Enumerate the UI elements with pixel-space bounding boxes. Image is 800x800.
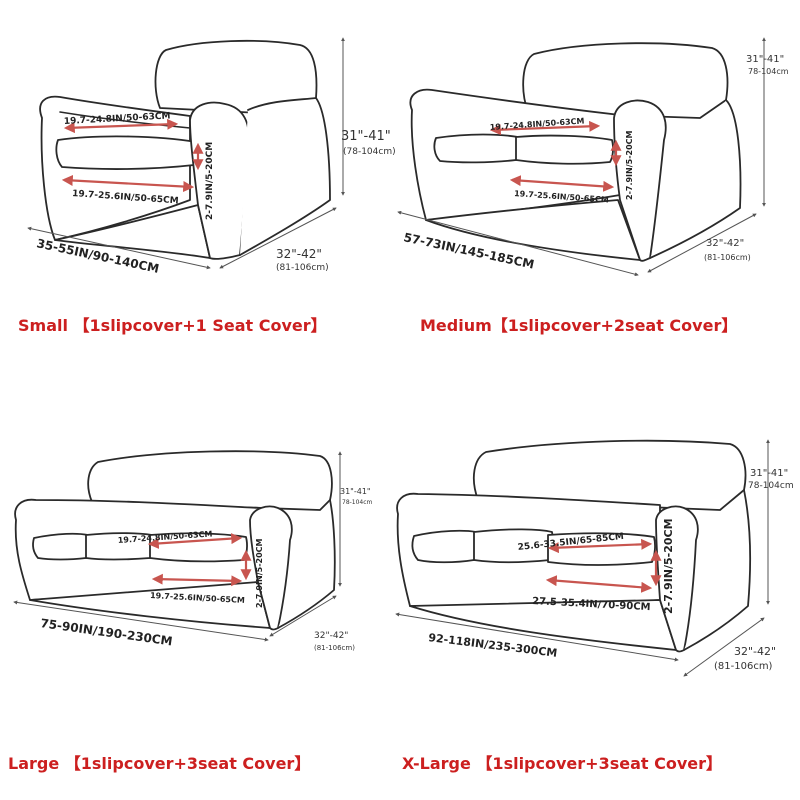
xlarge-total-width-label: 92-118IN/235-300CM [428, 631, 558, 660]
large-height-cm: 78-104cm [342, 499, 373, 506]
medium-depth-in: 32"-42" [706, 238, 744, 249]
small-depth-cm: (81-106cm) [276, 263, 329, 273]
xlarge-seat-width-arrow [545, 575, 653, 593]
xlarge-back-width-arrow [547, 538, 653, 554]
small-depth-in: 32"-42" [276, 247, 322, 261]
small-height-in: 31"-41" [341, 129, 391, 144]
large-total-width-line [13, 600, 269, 642]
large-depth-cm: (81-106cm) [314, 644, 355, 652]
small-sofa-drawing [39, 39, 331, 260]
panel-large: 19.7-24.8IN/50-63CM 19.7-25.6IN/50-65CM … [13, 450, 373, 652]
large-height-in: 31"-41" [340, 487, 371, 496]
medium-depth-cm: (81-106cm) [704, 253, 751, 262]
medium-back-width-arrow [489, 120, 601, 136]
xlarge-height-in: 31"-41" [750, 468, 788, 479]
xlarge-depth-in: 32"-42" [734, 645, 776, 658]
xlarge-depth-cm: (81-106cm) [714, 661, 773, 672]
medium-height-in: 31"-41" [746, 54, 784, 65]
panel-small: 19.7-24.8IN/50-63CM 19.7-25.6IN/50-65CM … [27, 37, 396, 276]
large-back-width-arrow [147, 533, 243, 549]
small-back-width-arrow [63, 118, 179, 134]
medium-seat-width-arrow [509, 175, 615, 192]
caption-large: Large 【1slipcover+3seat Cover】 [8, 754, 311, 773]
large-total-width-label: 75-90IN/190-230CM [40, 616, 174, 648]
small-total-width-line [27, 226, 211, 270]
large-seat-width-arrow [151, 573, 243, 587]
caption-medium: Medium【1slipcover+2seat Cover】 [420, 316, 738, 335]
large-depth-in: 32"-42" [314, 631, 348, 641]
large-depth-line [269, 595, 337, 637]
xlarge-seat-height-label: 2-7.9IN/5-20CM [662, 518, 675, 614]
caption-xlarge: X-Large 【1slipcover+3seat Cover】 [402, 754, 722, 773]
small-seat-width-arrow [61, 174, 195, 193]
medium-total-width-line [397, 210, 639, 277]
xlarge-height-cm: 78-104cm [748, 481, 794, 491]
small-seat-height-label: 2-7.9IN/5-20CM [205, 142, 215, 220]
medium-seat-height-label: 2-7.9IN/5-20CM [625, 130, 634, 200]
caption-small: Small 【1slipcover+1 Seat Cover】 [18, 316, 327, 335]
small-depth-line [219, 207, 337, 269]
xlarge-depth-line [683, 617, 765, 677]
medium-depth-line [647, 213, 757, 273]
large-seat-height-label: 2-7.9IN/5-20CM [255, 538, 264, 608]
medium-height-cm: 78-104cm [748, 67, 789, 76]
xlarge-total-width-line [395, 612, 679, 662]
panel-medium: 19.7-24.8IN/50-63CM 19.7-25.6IN/50-65CM … [397, 37, 789, 277]
small-height-cm: (78-104cm) [343, 147, 396, 157]
panel-xlarge: 25.6-33.5IN/65-85CM 27.5-35.4IN/70-90CM … [395, 439, 794, 677]
